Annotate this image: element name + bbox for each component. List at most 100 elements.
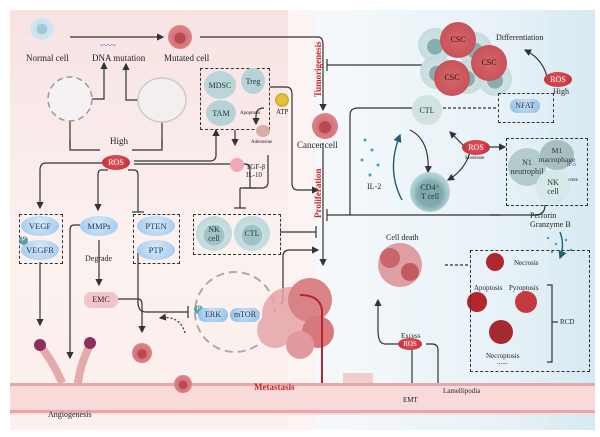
immunosuppressive-box [200, 68, 270, 130]
lamellipodia-label: Lamellipodia [443, 387, 481, 395]
cancer-cell-icon [312, 113, 338, 139]
erk-pill: ERK [198, 308, 228, 322]
mutated-cell-label: Mutated cell [164, 53, 210, 63]
tam-cell: TAM [206, 100, 236, 126]
m1-label: M1 [551, 146, 563, 155]
ros-moderate-label: Moderate [465, 156, 485, 161]
nk-cell: NK cell [196, 216, 232, 251]
tumor-mass [257, 278, 334, 410]
il10-label: IL-10 [246, 171, 262, 179]
normal-cell-icon [30, 18, 54, 40]
ellipsis-label: ...... [497, 358, 508, 366]
rcd-label: RCD [560, 318, 575, 326]
mutated-cell-icon [168, 25, 192, 49]
mtor-pill: mTOR [230, 308, 260, 322]
tumorigenesis-title: Tumorigenesis [313, 41, 323, 97]
phospho-badge-erk: P [194, 305, 203, 314]
apoptosis-rcd-label: Apoptosis [474, 284, 503, 292]
secrete-label: secrete [564, 178, 578, 183]
nk-ctl-box [193, 214, 281, 255]
apoptosis-label: Apoptosis [240, 111, 261, 116]
necroptosis-glyph [489, 320, 513, 344]
cancer-cell-label: Cancer cell [297, 140, 338, 150]
adenosine-icon [256, 125, 270, 137]
cell-death-cluster [378, 243, 422, 287]
atp-label: ATP [276, 108, 289, 116]
cell-death-label: Cell death [386, 233, 419, 242]
arrow-mutated-to-cancer [200, 36, 327, 112]
cd4-label: CD4⁺ [420, 183, 440, 192]
ros-moderate: ROS [462, 140, 490, 155]
mitochondrion [137, 77, 187, 123]
ros-high: ROS [544, 72, 572, 87]
tgf-beta-label: TGF-β [246, 163, 266, 171]
epithelial-cells [343, 373, 373, 385]
cd4-label-line2: T cell [420, 192, 440, 201]
ros-excess: ROS [398, 338, 422, 350]
necroptosis-label: Necroptosis [486, 352, 520, 360]
emt-label: EMT [403, 396, 418, 404]
ros-central: ROS [102, 155, 130, 170]
nk-cell-right: NK cell [536, 170, 570, 204]
necrosis-label: Necrosis [514, 259, 539, 267]
nk-label: NK [547, 178, 559, 187]
nk-cell-label: NK cell [208, 224, 220, 243]
n1-label: N1 [522, 158, 532, 167]
pten-oval: PTEN [137, 216, 175, 236]
ctl-cell: CTL [234, 216, 270, 251]
phospho-badge: P [19, 236, 28, 245]
dna-icon: 〰〰 [100, 41, 116, 50]
rcd-box [470, 250, 590, 372]
angiogenesis-label: Angiogenesis [48, 410, 92, 419]
normal-cell-label: Normal cell [26, 53, 69, 63]
csc-cell: CSC [471, 45, 507, 81]
degrade-label: Degrade [85, 254, 113, 263]
necrosis-glyph [486, 253, 504, 271]
cd4-t-cell: CD4⁺ T cell [410, 172, 450, 212]
emc-badge: EMC [84, 292, 118, 308]
arrow-nuclear-dna [90, 61, 108, 100]
n1-label-line2: neutrophil [510, 167, 544, 176]
apoptosis-glyph [467, 292, 487, 312]
mmps-oval: MMPs [80, 216, 118, 236]
vegf-oval: VEGF [21, 216, 59, 236]
excess-label: Excess [401, 332, 421, 340]
intravasating-cancer-cell [174, 375, 192, 393]
center-strip [288, 10, 316, 430]
pyroptosis-glyph [515, 291, 537, 313]
perforin-label: Perforin [530, 211, 557, 220]
ros-high-label: High [553, 87, 569, 96]
il2-label: IL-2 [367, 182, 382, 191]
il6-label: IL-6 [567, 163, 576, 168]
innate-immune-box [506, 138, 588, 206]
pyroptosis-label: Pyroptosis [509, 284, 539, 292]
metastasis-title: Metastasis [254, 382, 295, 392]
m1-macrophage: M1 macrophage [538, 140, 576, 170]
proliferation-title: Proliferation [313, 168, 323, 218]
nfat-box [498, 93, 554, 123]
dna-mutation-label: DNA mutation [92, 53, 146, 63]
differentiation-label: Differentiation [496, 33, 544, 42]
blood-vessel [10, 383, 595, 415]
ctl-cell-right: CTL [412, 95, 442, 125]
atp-icon [275, 93, 289, 107]
high-ros-label: High [110, 136, 128, 146]
adenosine-label: Adenosine [251, 140, 273, 145]
angiogenesis-vessels [34, 337, 96, 385]
csc-cell: CSC [440, 22, 476, 58]
treg-cell: Treg [241, 68, 265, 94]
m1-label-line2: macrophage [538, 155, 576, 164]
pten-ptp-box [133, 214, 180, 264]
mdsc-cell: MDSC [204, 71, 236, 99]
csc-cell: CSC [434, 60, 470, 96]
migrating-cancer-cell [132, 343, 152, 363]
nucleus-circle [47, 76, 93, 122]
granzyme-label: Granzyme B [530, 220, 571, 229]
cytokine-icon [230, 158, 244, 172]
vegfr-oval: VEGFR [21, 240, 59, 260]
ptp-oval: PTP [137, 240, 175, 260]
nfat-pill: NFAT [510, 99, 540, 113]
nk-label-line2: cell [547, 187, 559, 196]
